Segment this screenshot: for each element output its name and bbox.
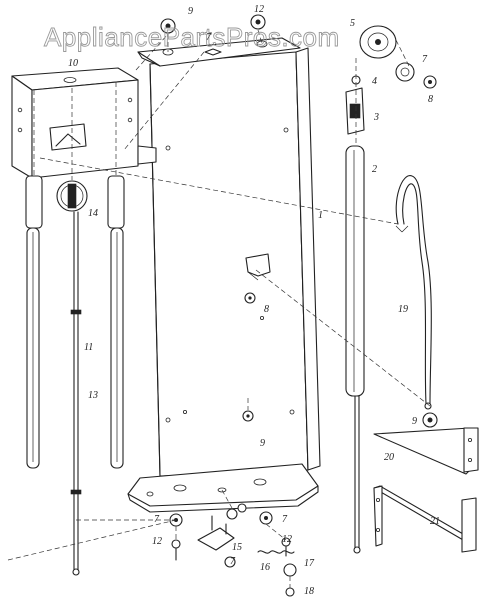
callout-5: 5 bbox=[350, 18, 355, 29]
callout-19: 19 bbox=[398, 304, 408, 315]
callout-20: 20 bbox=[384, 452, 394, 463]
callout-9-right: 9 bbox=[412, 416, 417, 427]
callout-12-right: 12 bbox=[282, 534, 292, 545]
callout-4: 4 bbox=[372, 76, 377, 87]
callout-9-top: 9 bbox=[188, 6, 193, 17]
callout-18: 18 bbox=[304, 586, 314, 597]
bottom-cap bbox=[127, 463, 319, 513]
callout-14: 14 bbox=[88, 208, 98, 219]
top-cap bbox=[137, 14, 301, 67]
callout-12-left: 12 bbox=[152, 536, 162, 547]
callout-3: 3 bbox=[373, 112, 379, 123]
callout-9-center: 9 bbox=[260, 438, 265, 449]
watermark-text: AppliancePartsPros.com bbox=[44, 22, 340, 52]
callout-15: 15 bbox=[232, 542, 242, 553]
cable bbox=[395, 175, 432, 410]
bracket-wheel bbox=[422, 412, 438, 428]
callout-11: 11 bbox=[84, 342, 93, 353]
callout-16: 16 bbox=[260, 562, 270, 573]
center-rod bbox=[70, 211, 82, 576]
callout-7-bottom-center: 7 bbox=[230, 556, 236, 567]
callout-7-bottom-left: 7 bbox=[154, 514, 160, 525]
bracket-21 bbox=[373, 485, 477, 553]
callout-8-center: 8 bbox=[264, 304, 269, 315]
callout-21: 21 bbox=[430, 516, 440, 527]
bracket-20 bbox=[373, 427, 479, 475]
main-panel bbox=[149, 47, 321, 477]
pulley-assembly bbox=[345, 25, 437, 135]
callout-7-top: 7 bbox=[206, 32, 212, 43]
callout-10: 10 bbox=[68, 58, 78, 69]
lift-tube bbox=[345, 145, 365, 554]
heating-rods bbox=[25, 175, 125, 469]
callout-1: 1 bbox=[318, 210, 323, 221]
callouts: 1 2 3 4 5 7 7 7 7 7 8 8 9 9 9 10 11 12 1… bbox=[68, 4, 440, 597]
assembly-lines bbox=[7, 29, 431, 588]
callout-12-top: 12 bbox=[254, 4, 264, 15]
callout-7-bottom-right: 7 bbox=[282, 514, 288, 525]
callout-17: 17 bbox=[304, 558, 315, 569]
dial-knob bbox=[56, 180, 88, 212]
callout-8-right: 8 bbox=[428, 94, 433, 105]
control-box bbox=[11, 67, 157, 179]
callout-7-right: 7 bbox=[422, 54, 428, 65]
callout-2: 2 bbox=[372, 164, 377, 175]
callout-13: 13 bbox=[88, 390, 98, 401]
